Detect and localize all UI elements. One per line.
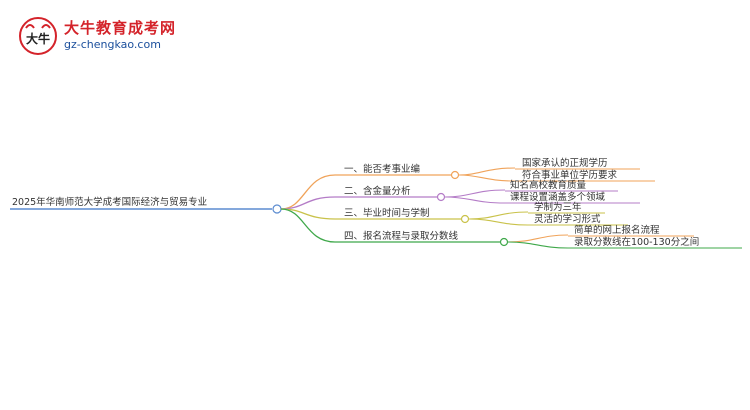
leaf-curve-4-1 bbox=[507, 234, 569, 243]
branch-label-2: 二、含金量分析 bbox=[344, 185, 411, 197]
bull-logo-icon: 大牛 bbox=[19, 17, 57, 55]
leaf-curve-4-2 bbox=[507, 241, 569, 249]
branch-curve-1 bbox=[280, 174, 336, 210]
leaf-1-1: 国家承认的正规学历 bbox=[522, 157, 608, 169]
leaf-4-2: 录取分数线在100-130分之间 bbox=[574, 236, 699, 248]
leaf-3-1: 学制为三年 bbox=[534, 201, 582, 213]
branch-label-1: 一、能否考事业编 bbox=[344, 163, 420, 175]
root-node[interactable] bbox=[272, 204, 282, 214]
branch-label-3: 三、毕业时间与学制 bbox=[344, 207, 430, 219]
leaf-2-1: 知名高校教育质量 bbox=[510, 179, 587, 191]
logo-url: gz-chengkao.com bbox=[64, 38, 161, 51]
leaf-1-2: 符合事业单位学历要求 bbox=[522, 169, 618, 181]
branch-label-4: 四、报名流程与录取分数线 bbox=[344, 230, 459, 242]
branch-curve-2 bbox=[280, 196, 336, 210]
leaf-curve-2-2 bbox=[444, 196, 506, 204]
site-logo[interactable]: 大牛 大牛教育成考网 gz-chengkao.com bbox=[14, 14, 177, 58]
leaf-curve-1-1 bbox=[458, 167, 516, 176]
branch-node-3[interactable] bbox=[460, 214, 470, 224]
leaf-2-2: 课程设置涵盖多个领域 bbox=[510, 191, 606, 203]
leaf-curve-1-2 bbox=[458, 174, 516, 182]
root-topic: 2025年华南师范大学成考国际经济与贸易专业 bbox=[12, 196, 207, 208]
branch-node-4[interactable] bbox=[499, 237, 509, 247]
logo-mark-text: 大牛 bbox=[26, 31, 50, 46]
logo-title: 大牛教育成考网 bbox=[64, 19, 177, 37]
leaf-curve-3-1 bbox=[468, 211, 529, 220]
leaf-curve-2-1 bbox=[444, 189, 506, 198]
leaf-4-1: 简单的网上报名流程 bbox=[574, 224, 660, 236]
branch-node-1[interactable] bbox=[450, 170, 460, 180]
leaf-curve-3-2 bbox=[468, 218, 529, 226]
branch-curve-4 bbox=[280, 208, 336, 243]
branch-node-2[interactable] bbox=[436, 192, 446, 202]
leaf-3-2: 灵活的学习形式 bbox=[534, 213, 601, 225]
